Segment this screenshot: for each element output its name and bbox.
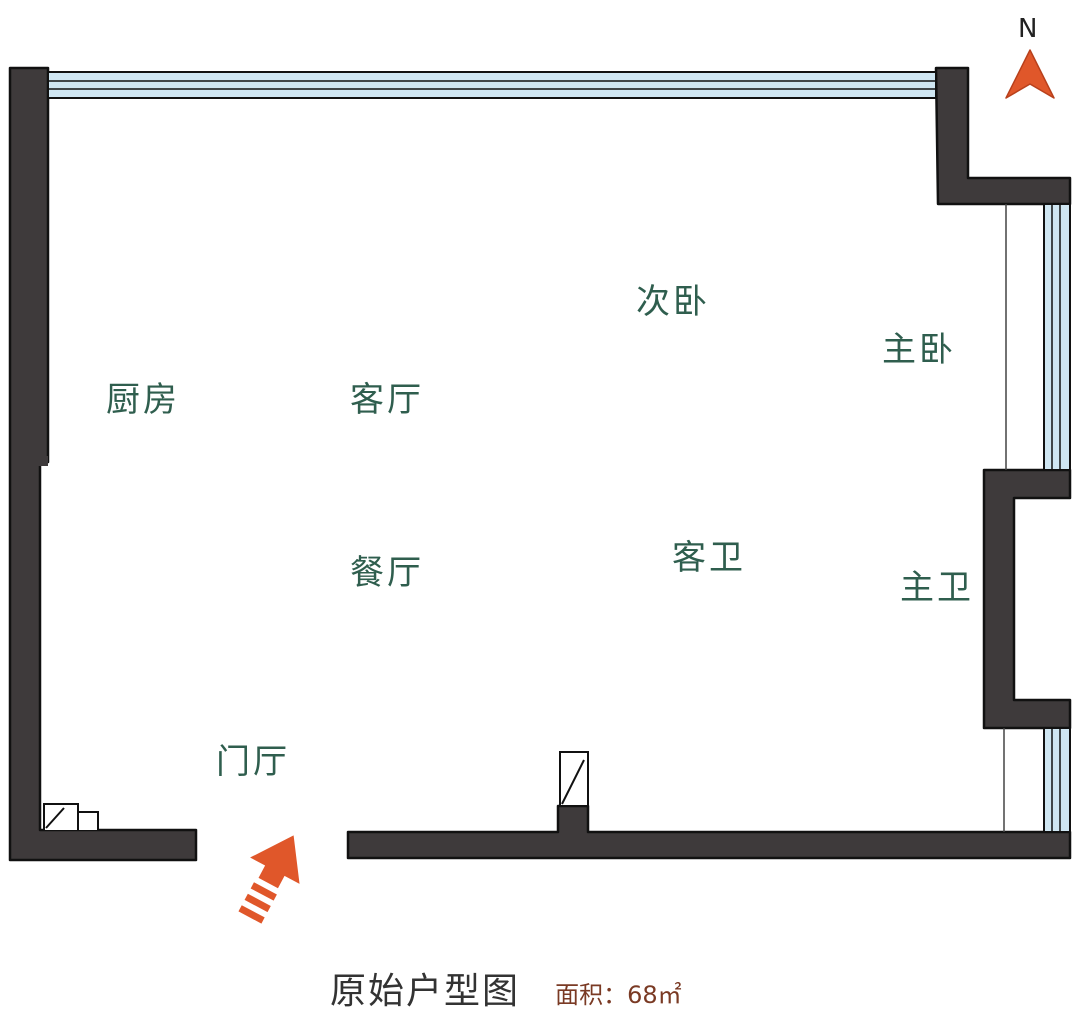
left-wall-notch [34,456,48,466]
bathroom-wall [982,468,1072,730]
pillar [559,751,589,807]
entrance-arrow-icon [238,835,300,924]
room-dining-room: 餐厅 [350,553,424,593]
compass-north-label: N [1018,14,1038,44]
room-kitchen: 厨房 [106,380,180,420]
right-window-lower [1043,727,1071,833]
left-wall [8,66,198,862]
room-guest-bathroom: 客卫 [672,538,746,578]
right-inner-lines [1003,204,1007,832]
bottom-wall [346,804,1072,860]
room-second-bedroom: 次卧 [636,282,710,322]
wall-structure [8,66,1072,862]
top-window [47,71,937,99]
room-living-room: 客厅 [350,380,424,420]
room-foyer: 门厅 [216,742,290,782]
room-master-bedroom: 主卧 [882,330,956,370]
north-arrow-icon [1005,49,1055,99]
plan-caption: 原始户型图 面积：68㎡ [330,962,682,1014]
area-label: 面积：68㎡ [555,981,682,1009]
room-master-bathroom: 主卫 [900,568,974,608]
right-window-upper [1043,203,1071,471]
corner-cabinet [43,803,99,830]
top-right-wall [934,66,1072,206]
plan-title: 原始户型图 [330,971,521,1012]
